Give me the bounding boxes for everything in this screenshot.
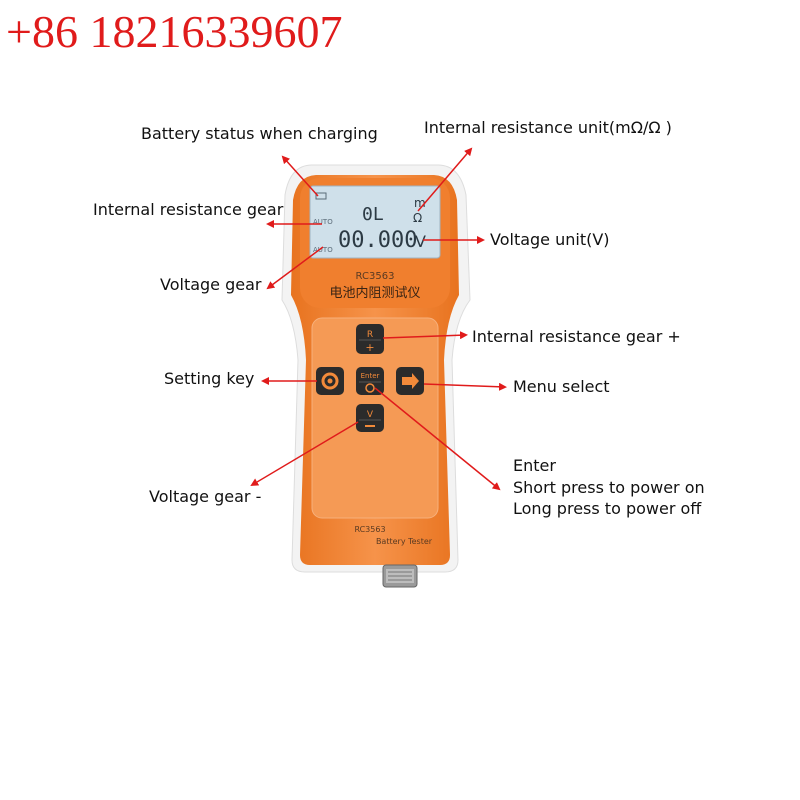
callout-voltage-minus: Voltage gear - bbox=[149, 487, 262, 506]
arrow-voltage-gear bbox=[266, 246, 324, 290]
arrow-battery-status bbox=[281, 155, 319, 197]
gear-icon bbox=[321, 372, 339, 390]
resistance-unit-top: m bbox=[414, 196, 426, 210]
auto-label-resistance: AUTO bbox=[313, 218, 333, 226]
enter-key bbox=[356, 367, 384, 395]
resistance-unit-bottom: Ω bbox=[413, 211, 422, 225]
arrow-voltage-minus bbox=[250, 421, 359, 487]
arrow-r-plus bbox=[382, 331, 468, 340]
resistance-reading: 0L bbox=[362, 204, 384, 225]
enter-key-label: Enter bbox=[361, 372, 380, 380]
battery-icon bbox=[315, 192, 327, 200]
right-arrow-icon bbox=[402, 373, 419, 389]
name-en: Battery Tester bbox=[376, 537, 433, 546]
voltage-reading: 00.000 bbox=[338, 228, 417, 253]
r-plus-key bbox=[356, 324, 384, 354]
model-top: RC3563 bbox=[356, 271, 395, 282]
callout-resistance-gear-plus: Internal resistance gear + bbox=[472, 327, 681, 346]
phone-number: +86 18216339607 bbox=[6, 6, 343, 57]
power-icon bbox=[365, 383, 375, 393]
model-bottom: RC3563 bbox=[354, 525, 385, 534]
arrow-resistance-unit bbox=[417, 147, 473, 212]
callout-menu-select: Menu select bbox=[513, 377, 610, 396]
v-minus-key bbox=[356, 404, 384, 432]
lcd-screen bbox=[309, 185, 441, 259]
callout-battery-status: Battery status when charging bbox=[141, 124, 378, 143]
name-cn: 电池内阻测试仪 bbox=[329, 285, 420, 301]
callout-enter-line3: Long press to power off bbox=[513, 499, 702, 518]
arrow-enter bbox=[374, 387, 501, 491]
r-plus-key-bottom: + bbox=[365, 341, 374, 354]
callout-enter-line2: Short press to power on bbox=[513, 478, 705, 497]
v-minus-key-top: V bbox=[367, 410, 374, 420]
callout-setting-key: Setting key bbox=[164, 369, 255, 388]
voltage-unit: V bbox=[415, 232, 426, 251]
r-plus-key-top: R bbox=[367, 330, 373, 340]
callout-resistance-gear: Internal resistance gear bbox=[93, 200, 284, 219]
auto-label-voltage: AUTO bbox=[313, 246, 333, 254]
callout-voltage-unit: Voltage unit(V) bbox=[490, 230, 610, 249]
callout-voltage-gear: Voltage gear bbox=[160, 275, 262, 294]
arrow-menu-select bbox=[423, 382, 507, 391]
callout-resistance-unit: Internal resistance unit(mΩ/Ω ) bbox=[424, 118, 672, 137]
callout-enter-line1: Enter bbox=[513, 456, 556, 475]
